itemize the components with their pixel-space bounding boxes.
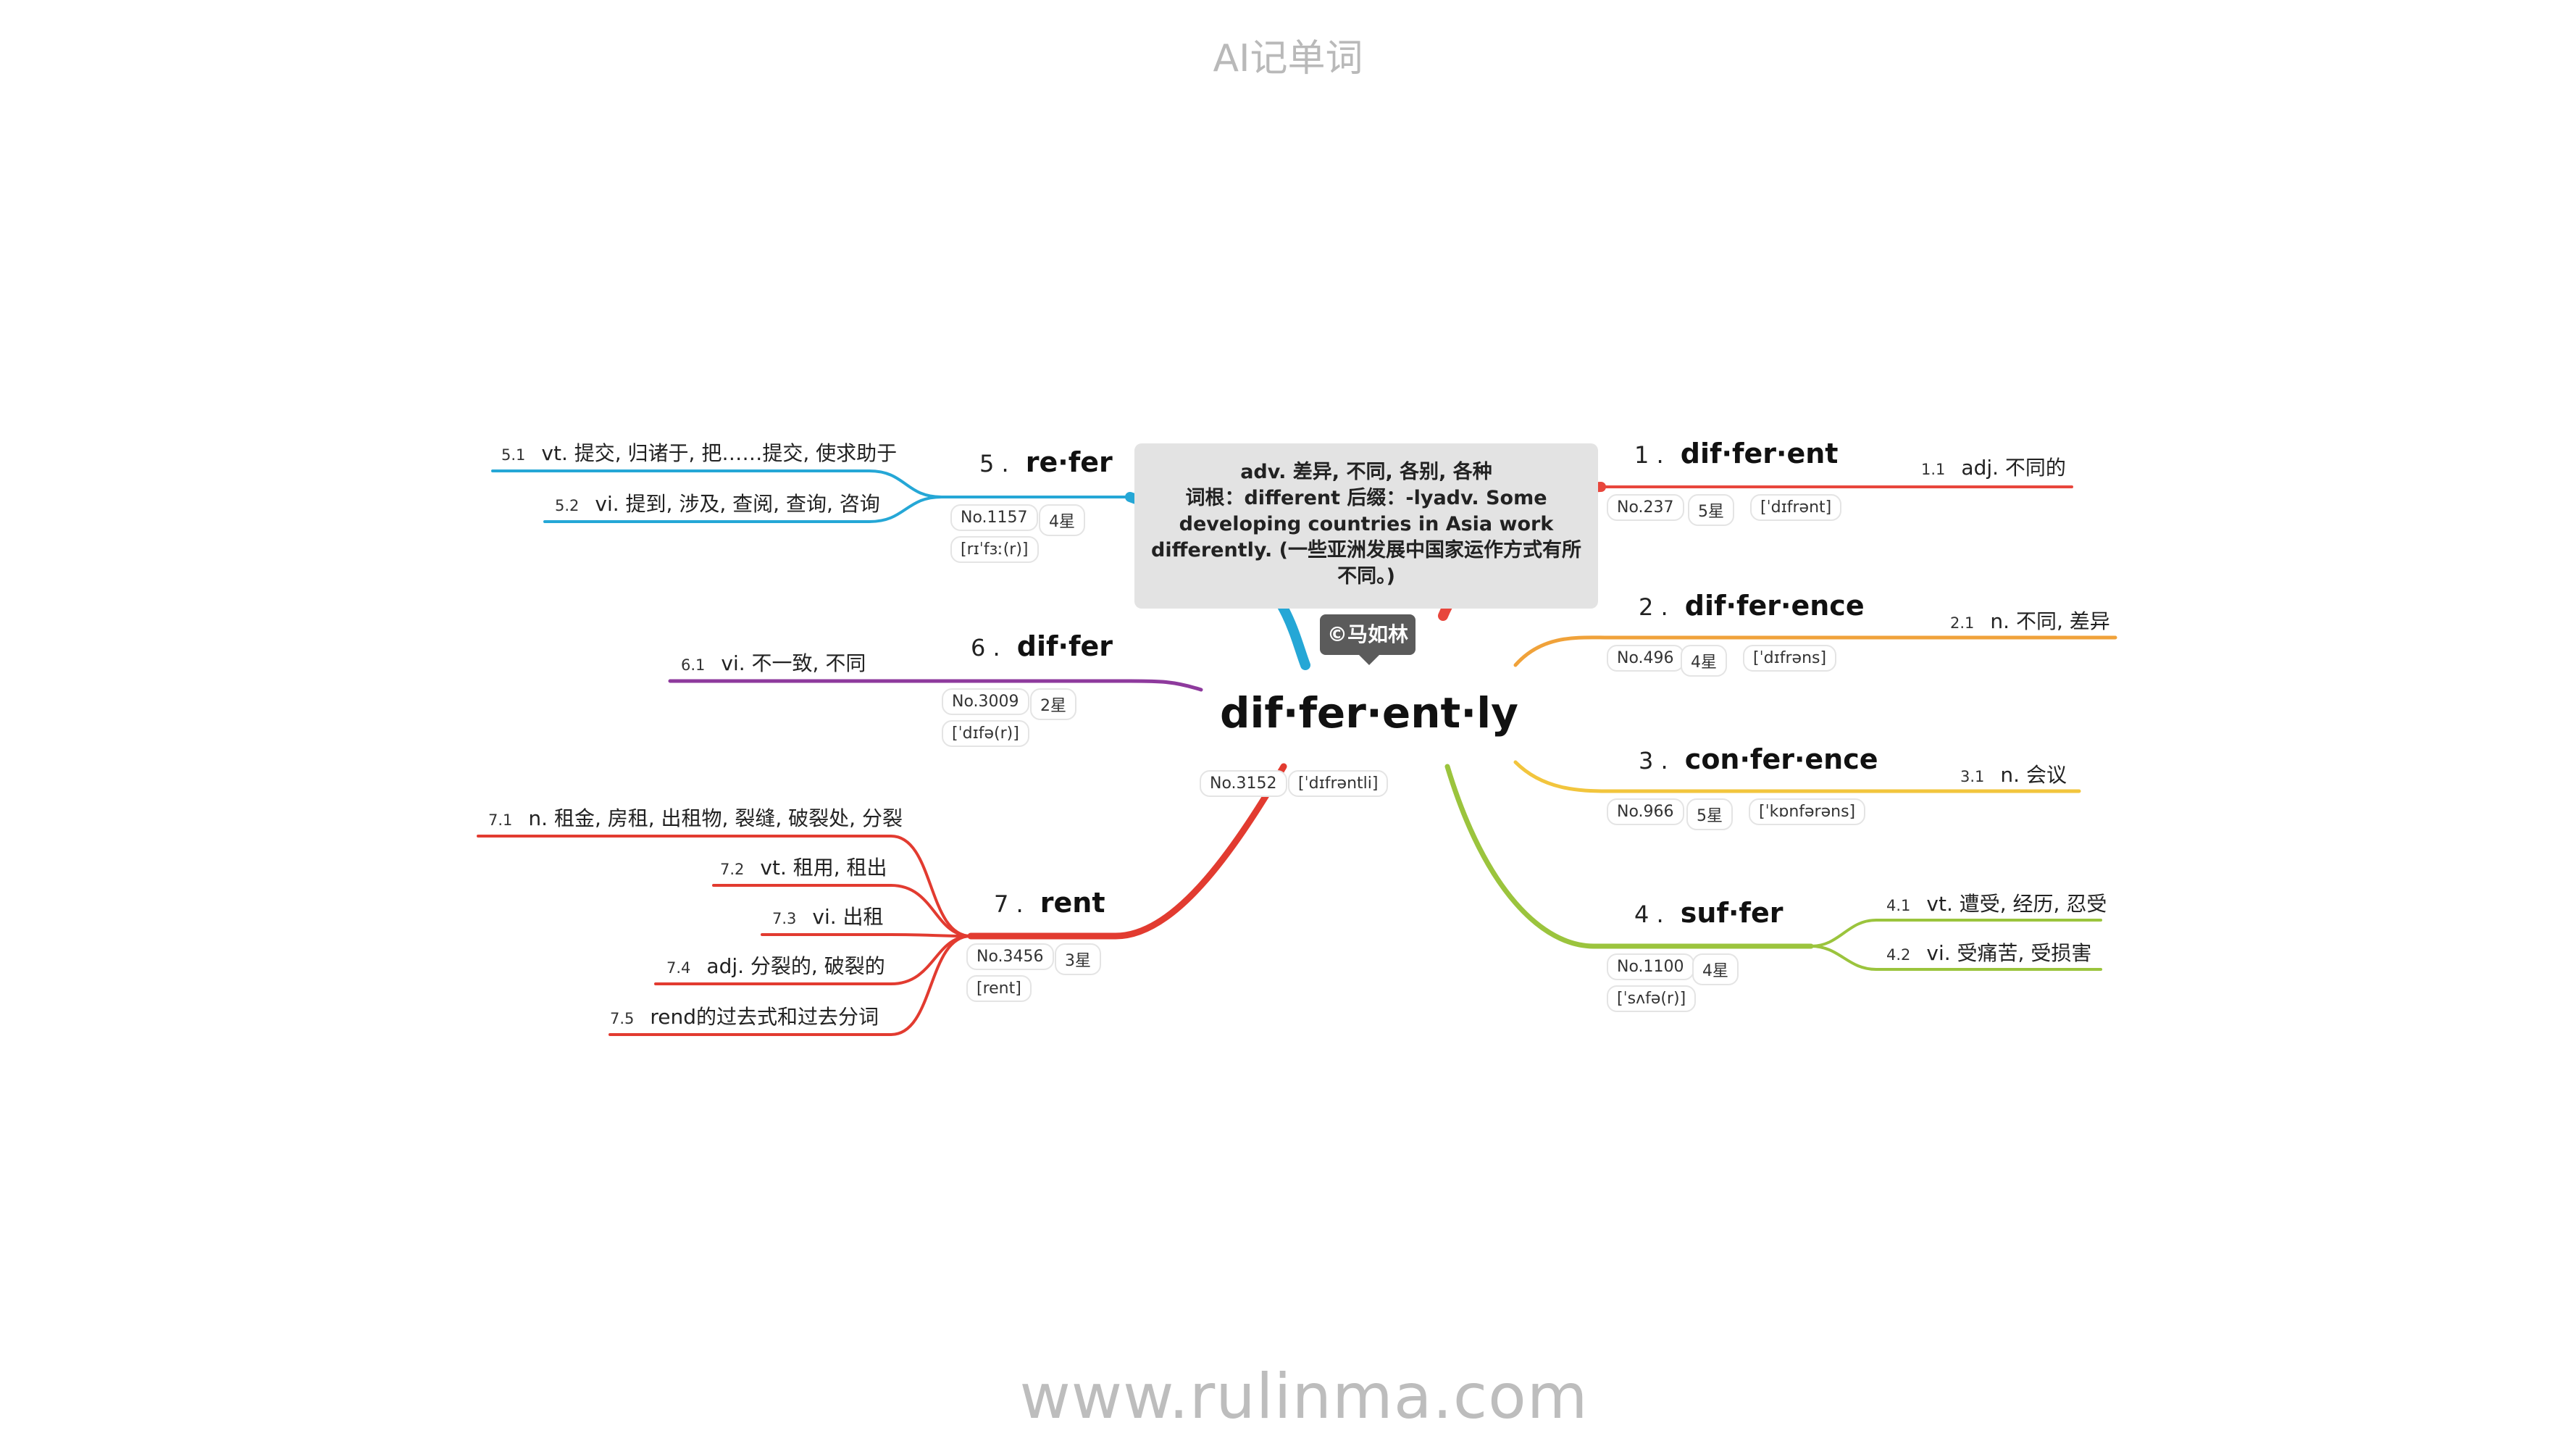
link-meaning-7-2 — [712, 884, 972, 938]
branch-7-title[interactable]: 7 . rent — [994, 887, 1105, 919]
branch-word: dif·fer·ence — [1684, 590, 1865, 622]
branch-word: dif·fer — [1016, 630, 1113, 662]
branch-5-stars: 4星 — [1039, 504, 1085, 536]
author-badge: ©马如林 — [1320, 614, 1415, 655]
center-rank-pill: No.3152 — [1200, 770, 1287, 797]
branch-number: 5 . — [979, 450, 1009, 477]
author-badge-pointer — [1359, 655, 1379, 665]
footer-url: www.rulinma.com — [1019, 1361, 1589, 1433]
branch-word: rent — [1040, 887, 1105, 919]
branch-number: 6 . — [971, 634, 1000, 661]
branch-1-stars: 5星 — [1688, 494, 1734, 526]
link-meaning-4-2 — [1810, 945, 2102, 971]
branch-1-title[interactable]: 1 . dif·fer·ent — [1634, 438, 1838, 469]
branch-number: 2 . — [1639, 593, 1668, 621]
branch-2-rank: No.496 — [1607, 645, 1684, 672]
branch-3-phonetic: [ˈkɒnfərəns] — [1749, 798, 1866, 825]
branch-7-rank: No.3456 — [966, 943, 1054, 970]
branch-word: suf·fer — [1680, 897, 1783, 929]
branch-6-rank: No.3009 — [942, 688, 1029, 715]
branch-7-stars: 3星 — [1055, 943, 1101, 975]
branch-6-stars: 2星 — [1030, 688, 1076, 720]
link-meaning-4-1 — [1810, 919, 2102, 948]
link-branch-6 — [668, 679, 1203, 692]
branch-7-phonetic: [rent] — [966, 975, 1032, 1002]
branch-6-phonetic: [ˈdɪfə(r)] — [942, 720, 1029, 747]
link-branch-3 — [1513, 760, 2081, 793]
link-meaning-7-1 — [477, 835, 972, 938]
branch-2-stars: 4星 — [1681, 645, 1727, 677]
branch-2-title[interactable]: 2 . dif·fer·ence — [1639, 590, 1865, 622]
center-phonetic-pill: [ˈdɪfrəntli] — [1288, 770, 1389, 797]
branch-word: re·fer — [1025, 446, 1113, 478]
tooltip-definition: adv. 差异, 不同, 各别, 各种 — [1240, 461, 1492, 483]
link-meaning-5-1 — [491, 469, 943, 498]
branch-5-title[interactable]: 5 . re·fer — [979, 446, 1113, 478]
branch-5-rank: No.1157 — [950, 504, 1038, 531]
link-meaning-5-2 — [543, 496, 943, 523]
branch-4-rank: No.1100 — [1607, 953, 1694, 980]
branch-number: 7 . — [994, 890, 1024, 918]
branch-word: dif·fer·ent — [1680, 438, 1839, 469]
definition-tooltip: adv. 差异, 不同, 各别, 各种 词根：different 后缀：-lya… — [1134, 443, 1598, 609]
branch-3-stars: 5星 — [1686, 798, 1733, 830]
branch-number: 1 . — [1634, 441, 1664, 469]
branch-6-title[interactable]: 6 . dif·fer — [971, 630, 1113, 662]
branch-3-rank: No.966 — [1607, 798, 1684, 825]
link-meaning-7-3 — [761, 933, 972, 938]
central-word[interactable]: dif·fer·ent·ly — [1220, 688, 1518, 738]
page-title: AI记单词 — [1213, 37, 1363, 80]
branch-1-rank: No.237 — [1607, 494, 1684, 521]
link-branch-2 — [1513, 635, 2117, 667]
branch-1-phonetic: [ˈdɪfrənt] — [1750, 494, 1842, 521]
branch-5-phonetic: [rɪˈfɜː(r)] — [950, 536, 1039, 563]
link-branch-4 — [1444, 764, 1814, 949]
branch-4-phonetic: [ˈsʌfə(r)] — [1607, 985, 1697, 1012]
branch-word: con·fer·ence — [1684, 743, 1878, 775]
branch-3-title[interactable]: 3 . con·fer·ence — [1639, 743, 1878, 775]
branch-number: 3 . — [1639, 747, 1668, 774]
link-meaning-7-5 — [609, 935, 972, 1036]
link-branch-7 — [967, 763, 1287, 940]
branch-4-title[interactable]: 4 . suf·fer — [1634, 897, 1783, 929]
tooltip-etymology-example: 词根：different 后缀：-lyadv. Some developing … — [1151, 487, 1581, 588]
branch-2-phonetic: [ˈdɪfrəns] — [1743, 645, 1837, 672]
branch-number: 4 . — [1634, 901, 1664, 928]
branch-4-stars: 4星 — [1692, 953, 1739, 985]
